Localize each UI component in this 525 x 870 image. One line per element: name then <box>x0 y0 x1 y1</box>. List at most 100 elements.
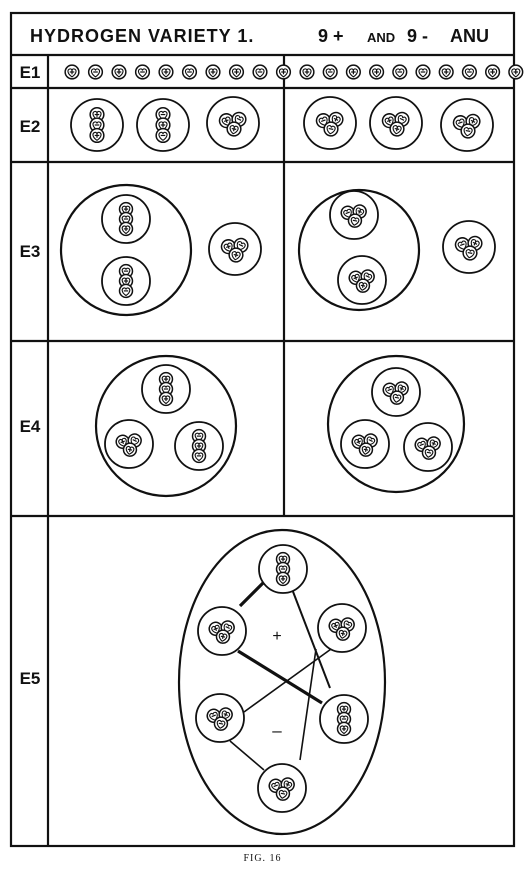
e5-bonds <box>229 578 339 771</box>
e4-outer-ring <box>326 354 466 494</box>
e3-satellite-ring <box>208 222 262 276</box>
negative-anu-icon <box>323 121 339 137</box>
anu-sign-bar <box>396 126 398 132</box>
anu-heart <box>216 719 226 729</box>
negative-anu-icon <box>462 245 478 261</box>
positive-anu-icon <box>508 64 524 80</box>
positive-anu-icon <box>275 571 291 587</box>
anu-sign-bar <box>286 782 290 787</box>
anu-heart <box>464 68 474 78</box>
anu-sign-bar <box>225 118 228 124</box>
title-left: HYDROGEN VARIETY 1. <box>30 26 254 46</box>
positive-anu-icon <box>158 64 174 80</box>
anu-sign-bar <box>334 117 338 122</box>
negative-anu-icon <box>181 64 198 80</box>
negative-anu-icon <box>87 64 104 80</box>
anu-sign-bar <box>345 623 350 626</box>
anu-sign-bar <box>227 244 230 250</box>
anu-sign-bar <box>419 443 424 447</box>
anu-heart <box>278 565 288 575</box>
anu-heart <box>392 393 402 403</box>
anu-sign-bar <box>387 388 392 392</box>
negative-anu-icon <box>155 106 171 123</box>
anu-sign-bar <box>399 117 405 121</box>
anu-heart <box>463 127 473 137</box>
e5-plus-sign: + <box>272 628 281 645</box>
bond-line <box>229 740 265 771</box>
positive-anu-icon <box>122 442 138 457</box>
e4-inner-ring <box>104 419 154 469</box>
anu-heart <box>350 216 360 226</box>
positive-anu-icon <box>369 64 385 80</box>
anu-sign-bar <box>128 447 131 452</box>
positive-anu-icon <box>118 273 134 289</box>
negative-anu-icon <box>191 448 207 464</box>
negative-anu-icon <box>389 390 405 405</box>
anu-heart <box>90 68 101 78</box>
anu-sign-bar <box>121 439 125 445</box>
positive-anu-icon <box>158 391 174 407</box>
positive-anu-icon <box>485 64 501 80</box>
anu-sign-bar <box>471 119 475 124</box>
anu-sign-bar <box>357 439 361 445</box>
e4-inner-ring <box>340 419 390 469</box>
e2-molecule-ring <box>136 98 190 152</box>
anu-sign-bar <box>218 722 224 725</box>
anu-heart <box>121 267 131 277</box>
anu-sign-bar <box>388 118 391 124</box>
level-label-e4: E4 <box>20 417 41 436</box>
title-right-end: ANU <box>450 26 489 46</box>
anu-sign-bar <box>273 784 278 788</box>
e2-molecule-ring <box>369 96 423 150</box>
anu-sign-bar <box>211 714 216 718</box>
negative-anu-icon <box>322 64 338 80</box>
positive-anu-icon <box>118 221 134 237</box>
anu-sign-bar <box>225 626 230 629</box>
anu-sign-bar <box>328 127 334 130</box>
title-right-b: 9 - <box>407 26 428 46</box>
positive-anu-icon <box>355 278 371 293</box>
positive-anu-icon <box>389 121 405 137</box>
e4-inner-ring <box>371 367 421 417</box>
negative-anu-icon <box>421 445 437 460</box>
anu-sign-bar <box>473 241 477 246</box>
e4-inner-ring <box>174 421 224 471</box>
anu-heart <box>326 125 336 135</box>
anu-heart <box>255 68 265 78</box>
positive-anu-icon <box>336 721 352 737</box>
anu-heart <box>158 131 168 141</box>
anu-heart <box>194 452 204 462</box>
anu-sign-bar <box>236 117 242 121</box>
positive-anu-icon <box>275 551 291 567</box>
e2-molecule-ring <box>440 98 494 152</box>
positive-anu-icon <box>228 247 244 263</box>
anu-heart <box>339 715 349 725</box>
positive-anu-icon <box>358 442 374 457</box>
positive-anu-icon <box>191 438 207 454</box>
anu-sign-bar <box>460 243 465 247</box>
anu-heart <box>278 789 288 799</box>
positive-anu-icon <box>226 121 242 137</box>
anu-sign-bar <box>233 126 235 132</box>
anu-heart <box>161 385 171 395</box>
level-label-e2: E2 <box>20 117 41 136</box>
e5-minus-sign: – <box>272 721 282 740</box>
positive-anu-icon <box>336 701 352 717</box>
negative-anu-icon <box>347 213 363 228</box>
positive-anu-icon <box>89 106 105 123</box>
anu-sign-bar <box>465 129 471 132</box>
positive-anu-icon <box>205 64 221 80</box>
anu-sign-bar <box>426 451 432 454</box>
negative-anu-icon <box>461 64 477 80</box>
anu-sign-bar <box>224 712 228 717</box>
positive-anu-icon <box>111 64 127 80</box>
anu-sign-bar <box>368 439 373 442</box>
negative-anu-icon <box>460 123 476 139</box>
anu-sign-bar <box>365 275 370 278</box>
e5-outer-ellipse <box>177 528 387 836</box>
positive-anu-icon <box>467 235 483 251</box>
level-label-e3: E3 <box>20 242 41 261</box>
negative-anu-icon <box>415 64 431 80</box>
anu-sign-bar <box>238 243 244 247</box>
e3-outer-ring <box>297 188 421 312</box>
